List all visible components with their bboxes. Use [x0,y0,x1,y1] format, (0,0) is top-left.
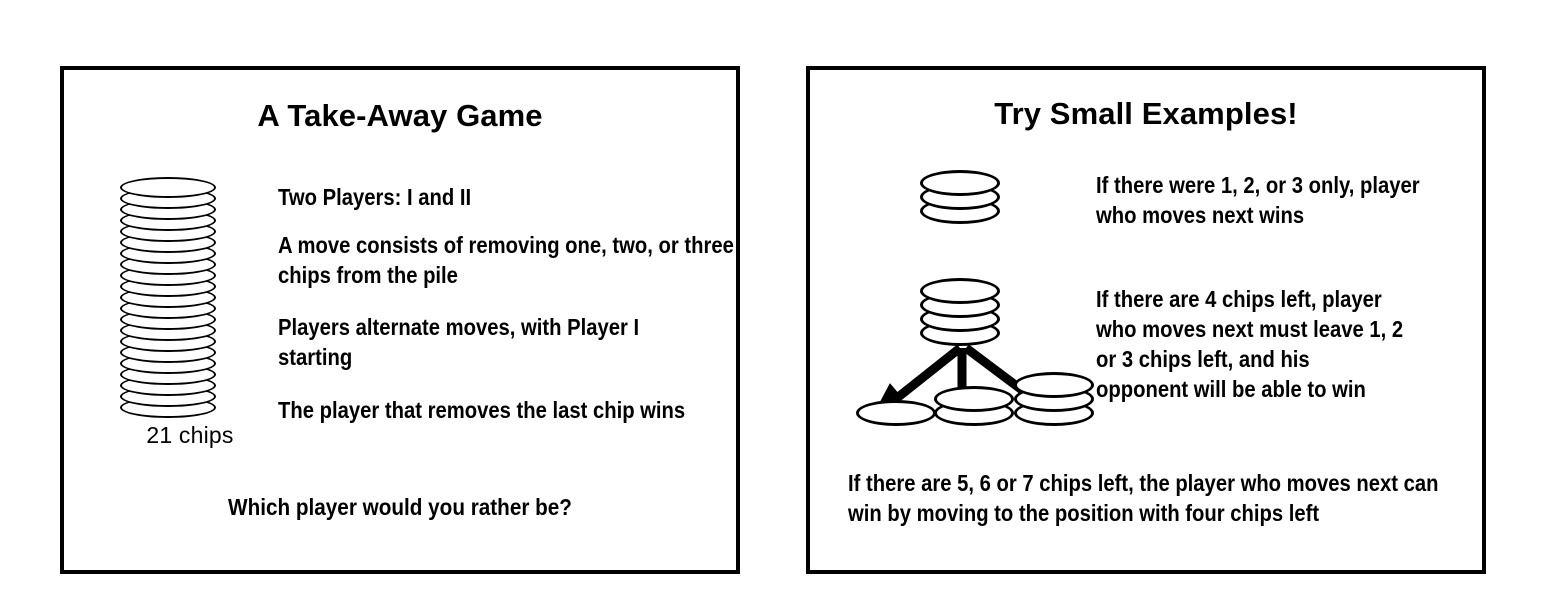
chip-stack-result-1 [856,400,936,426]
chip [1014,372,1094,398]
note-one-two-three: If there were 1, 2, or 3 only, player wh… [1096,172,1420,228]
chip-stack-result-2 [934,386,1014,426]
chip-stack-label-21: 21 chips [146,422,234,448]
chip [120,177,216,198]
chip-stack-result-3 [1014,372,1094,426]
bullet-a-move: A move consists of removing one, two, or… [278,232,734,288]
chip-stack-3 [920,170,1000,224]
bullet-players-alternate: Players alternate moves, with Player I s… [278,314,640,370]
slide-panel-take-away-game: A Take-Away Game 21 chips Two Players: I… [60,66,740,574]
note-five-six-seven: If there are 5, 6 or 7 chips left, the p… [848,470,1439,526]
chip [920,170,1000,196]
page-title-left: A Take-Away Game [257,98,543,133]
chip [934,386,1014,412]
note-four-chips: If there are 4 chips left, player who mo… [1096,286,1404,402]
page-title-right: Try Small Examples! [994,96,1298,131]
chip [856,400,936,426]
bullet-last-chip-wins: The player that removes the last chip wi… [278,397,686,423]
bullet-two-players: Two Players: I and II [278,184,472,210]
chip-stack-21 [120,177,216,418]
question-which-player: Which player would you rather be? [228,494,572,520]
chip-stack-4 [920,278,1000,346]
chip [920,278,1000,304]
slide-panel-try-small-examples: Try Small Examples! If there were 1, 2, … [806,66,1486,574]
